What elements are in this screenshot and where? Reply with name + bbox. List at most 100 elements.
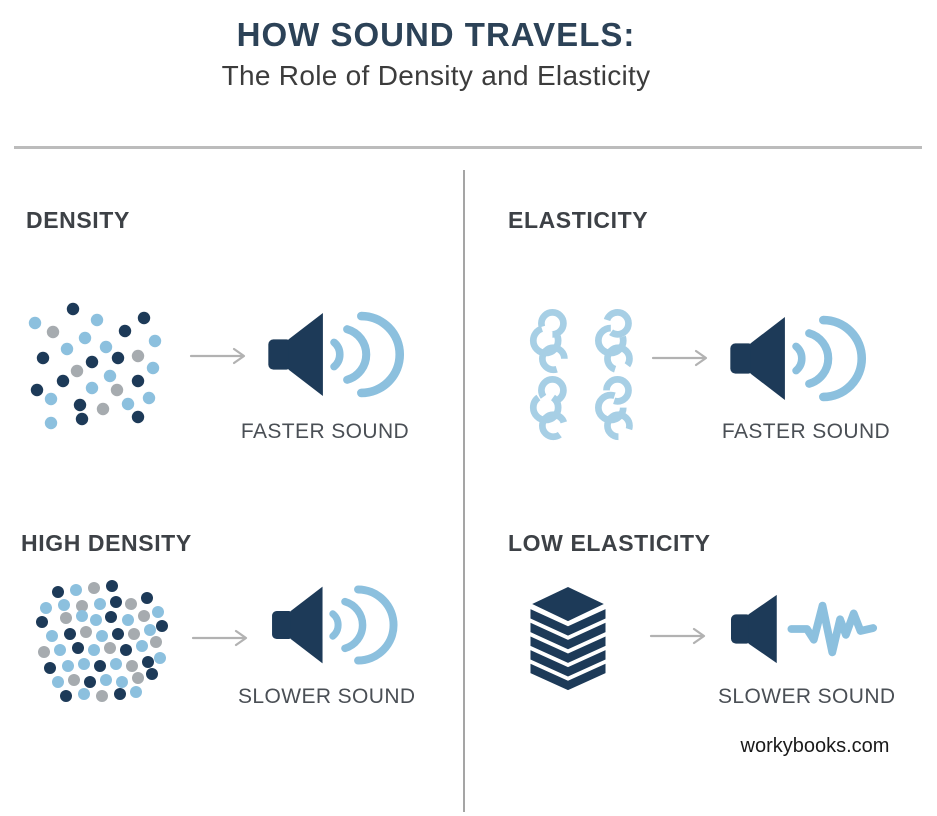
page-title: HOW SOUND TRAVELS: [236,16,636,53]
particle-dot [90,313,104,327]
particle-dot [56,374,70,388]
particle-dot [46,325,60,339]
density-heading: DENSITY [26,207,130,233]
particle-dot [110,658,122,670]
particle-dot [125,598,137,610]
particle-dot [120,644,132,656]
particle-dot [75,412,89,426]
particle-dot [94,598,106,610]
particle-dot [66,302,80,316]
particle-dot [85,355,99,369]
particle-dot [156,620,168,632]
particle-dot [112,628,124,640]
low-elasticity-result-label: SLOWER SOUND [718,685,896,708]
particle-dot [40,602,52,614]
particle-dot [110,596,122,608]
particle-dot [111,351,125,365]
particle-dot [152,606,164,618]
arrow-right-icon [651,349,708,367]
particle-dot [88,644,100,656]
speaker-sound-waves-icon [272,585,398,665]
low-elasticity-heading: LOW ELASTICITY [508,530,711,556]
watermark: workybooks.com [740,735,890,757]
coil-springs-icon [529,309,633,441]
particle-dot [154,652,166,664]
particle-dot [30,383,44,397]
particle-dot [78,688,90,700]
particle-dot [88,582,100,594]
particle-dot [122,614,134,626]
particle-dot [132,672,144,684]
particle-dot [52,676,64,688]
particle-dot [78,658,90,670]
particle-dot [36,616,48,628]
particle-dot [128,628,140,640]
stacked-layers-icon [530,587,606,691]
particle-dot [118,324,132,338]
particle-dot [146,668,158,680]
page-subtitle: The Role of Density and Elasticity [221,59,651,91]
particle-dot [38,646,50,658]
particle-dot [52,586,64,598]
speaker-jagged-wave-icon [731,594,878,664]
particle-dot [73,398,87,412]
scattered-particles-icon [28,302,162,430]
particle-dot [46,630,58,642]
speaker-sound-waves-icon [730,315,867,402]
particle-dot [28,316,42,330]
particle-dot [138,610,150,622]
particle-dot [36,351,50,365]
particle-dot [144,624,156,636]
particle-dot [100,674,112,686]
particle-dot [150,636,162,648]
particle-dot [131,349,145,363]
particle-dot [104,642,116,654]
particle-dot [105,611,117,623]
particle-dot [44,416,58,430]
particle-dot [72,642,84,654]
particle-dot [94,660,106,672]
particle-dot [131,374,145,388]
arrow-right-icon [189,347,246,365]
particle-dot [76,600,88,612]
particle-dot [60,612,72,624]
arrow-right-icon [191,629,248,647]
particle-dot [141,592,153,604]
particle-dot [58,599,70,611]
particle-dot [114,688,126,700]
particle-dot [99,340,113,354]
particle-dot [142,391,156,405]
particle-dot [70,584,82,596]
particle-dot [110,383,124,397]
particle-dot [137,311,151,325]
particle-dot [146,361,160,375]
particle-dot [80,626,92,638]
arrow-right-icon [649,627,706,645]
particle-dot [64,628,76,640]
particle-dot [68,674,80,686]
particle-dot [96,402,110,416]
particle-dot [131,410,145,424]
particle-dot [44,392,58,406]
particle-dot [106,580,118,592]
header: HOW SOUND TRAVELS: The Role of Density a… [0,16,872,92]
elasticity-result-label: FASTER SOUND [721,420,891,443]
particle-dot [60,690,72,702]
particle-dot [70,364,84,378]
vertical-divider [463,170,465,812]
particle-dot [148,334,162,348]
particle-dot [60,342,74,356]
particle-dot [90,614,102,626]
particle-dot [136,640,148,652]
dense-particles-icon [36,580,168,702]
particle-dot [84,676,96,688]
particle-dot [121,397,135,411]
particle-dot [130,686,142,698]
particle-dot [78,331,92,345]
particle-dot [44,662,56,674]
density-result-label: FASTER SOUND [240,420,410,443]
particle-dot [62,660,74,672]
particle-dot [54,644,66,656]
particle-dot [76,610,88,622]
particle-dot [126,660,138,672]
